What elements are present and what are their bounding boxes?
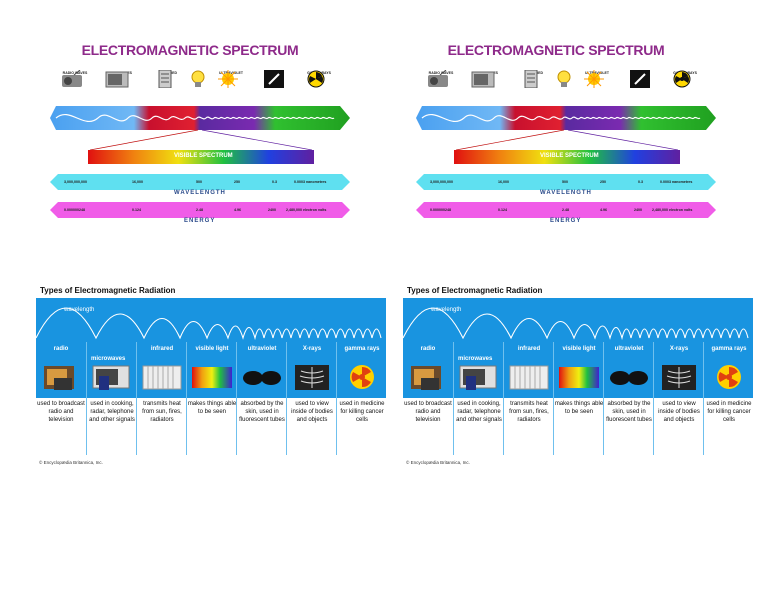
heater-icon: INFRARED <box>519 70 549 88</box>
type-column-visible-light: visible light makes things able to be se… <box>553 342 604 455</box>
radiation-icon <box>341 364 383 391</box>
radiator-icon <box>508 364 550 391</box>
energy-value: 2,480,000 electron volts <box>286 208 327 212</box>
bone-icon: X-RAYS <box>628 70 658 88</box>
wavelength-label: wavelength <box>64 307 95 313</box>
spectrum-title: ELECTROMAGNETIC SPECTRUM <box>81 42 299 58</box>
microwave-icon: MICROWAVES <box>471 70 501 88</box>
radiator-icon <box>141 364 183 391</box>
type-column-microwaves: used in cooking, radar, telephone and ot… <box>86 342 137 455</box>
energy-caption: ENERGY <box>550 218 582 224</box>
type-column-radio: radio used to broadcast radio and televi… <box>36 342 86 455</box>
tv-icon <box>407 364 449 391</box>
lightbulb-icon <box>186 70 216 87</box>
energy-value: 0.124 <box>132 208 141 212</box>
type-column-ultraviolet: ultraviolet absorbed by the skin, used i… <box>603 342 654 455</box>
wavelength-label: wavelength <box>431 307 462 313</box>
sun-icon: ULTRAVIOLET <box>216 70 246 88</box>
icon-row: RADIO WAVES MICROWAVES INFRARED ULTRAVIO… <box>50 70 350 110</box>
sun-icon: ULTRAVIOLET <box>582 70 612 88</box>
lightbulb-icon <box>552 70 582 87</box>
types-panel-right: Types of Electromagnetic Radiation wavel… <box>403 284 754 470</box>
spectrum-graphic <box>50 106 350 218</box>
rainbow-icon <box>558 364 600 391</box>
tv-icon <box>40 364 82 391</box>
energy-value: 2,480,000 electron volts <box>652 208 693 212</box>
wavelength-caption: WAVELENGTH <box>540 190 592 196</box>
type-column-x-rays: X-rays used to view inside of bodies and… <box>653 342 704 455</box>
types-title: Types of Electromagnetic Radiation <box>40 286 176 295</box>
xray-icon <box>658 364 700 391</box>
microwave-icon: MICROWAVES <box>105 70 135 88</box>
wavelength-value: 500 <box>562 180 568 184</box>
wavelength-value: 16,000 <box>132 180 143 184</box>
energy-value: 2.48 <box>196 208 203 212</box>
wavelength-value: 0.0003 nanometres <box>294 180 327 184</box>
microwaves-label: microwaves <box>458 356 493 362</box>
energy-value: 0.124 <box>498 208 507 212</box>
energy-value: 4.96 <box>234 208 241 212</box>
type-column-visible-light: visible light makes things able to be se… <box>186 342 237 455</box>
radiation-icon: GAMMA RAYS <box>304 70 334 88</box>
wavelength-value: 0.0003 nanometres <box>660 180 693 184</box>
spectrum-title: ELECTROMAGNETIC SPECTRUM <box>447 42 665 58</box>
microwave-oven-icon <box>91 364 133 391</box>
sunglasses-icon <box>608 364 650 391</box>
microwaves-label: microwaves <box>91 356 126 362</box>
type-column-infrared: infrared transmits heat from sun, fires,… <box>503 342 554 455</box>
type-column-gamma-rays: gamma rays used in medicine for killing … <box>336 342 387 455</box>
spectrum-panel-left: ELECTROMAGNETIC SPECTRUM RADIO WAVES MIC… <box>50 38 350 230</box>
radio-icon: RADIO WAVES <box>426 70 456 87</box>
rainbow-icon <box>191 364 233 391</box>
wavelength-value: 0.3 <box>272 180 277 184</box>
energy-caption: ENERGY <box>184 218 216 224</box>
radiation-icon: GAMMA RAYS <box>670 70 700 88</box>
spectrum-graphic <box>416 106 716 218</box>
wavelength-value: 500 <box>196 180 202 184</box>
wavelength-value: 250 <box>600 180 606 184</box>
type-column-infrared: infrared transmits heat from sun, fires,… <box>136 342 187 455</box>
credit: © Encyclopædia Britannica, Inc. <box>406 460 470 465</box>
heater-icon: INFRARED <box>153 70 183 88</box>
types-wave <box>403 307 749 341</box>
visible-spectrum-label: VISIBLE SPECTRUM <box>540 153 599 159</box>
type-column-gamma-rays: gamma rays used in medicine for killing … <box>703 342 754 455</box>
type-column-microwaves: used in cooking, radar, telephone and ot… <box>453 342 504 455</box>
wavelength-value: 250 <box>234 180 240 184</box>
energy-value: 4.96 <box>600 208 607 212</box>
bone-icon: X-RAYS <box>262 70 292 88</box>
wave-line <box>421 113 701 123</box>
radiation-icon <box>708 364 750 391</box>
spectrum-panel-right: ELECTROMAGNETIC SPECTRUM RADIO WAVES MIC… <box>416 38 716 230</box>
radio-icon: RADIO WAVES <box>60 70 90 87</box>
wave-line <box>55 113 335 123</box>
wavelength-value: 3,000,000,000 <box>64 180 87 184</box>
type-column-x-rays: X-rays used to view inside of bodies and… <box>286 342 337 455</box>
types-panel-left: Types of Electromagnetic Radiation wavel… <box>36 284 387 470</box>
wavelength-caption: WAVELENGTH <box>174 190 226 196</box>
icon-row: RADIO WAVES MICROWAVES INFRARED ULTRAVIO… <box>416 70 716 110</box>
types-title: Types of Electromagnetic Radiation <box>407 286 543 295</box>
energy-value: 2400 <box>268 208 276 212</box>
xray-icon <box>291 364 333 391</box>
energy-value: 0.000000248 <box>64 208 85 212</box>
wavelength-value: 0.3 <box>638 180 643 184</box>
sunglasses-icon <box>241 364 283 391</box>
type-column-ultraviolet: ultraviolet absorbed by the skin, used i… <box>236 342 287 455</box>
wavelength-value: 16,000 <box>498 180 509 184</box>
energy-value: 2.48 <box>562 208 569 212</box>
energy-value: 2400 <box>634 208 642 212</box>
type-column-radio: radio used to broadcast radio and televi… <box>403 342 453 455</box>
wavelength-value: 3,000,000,000 <box>430 180 453 184</box>
types-wave <box>36 307 382 341</box>
credit: © Encyclopædia Britannica, Inc. <box>39 460 103 465</box>
energy-value: 0.000000248 <box>430 208 451 212</box>
visible-spectrum-label: VISIBLE SPECTRUM <box>174 153 233 159</box>
microwave-oven-icon <box>458 364 500 391</box>
